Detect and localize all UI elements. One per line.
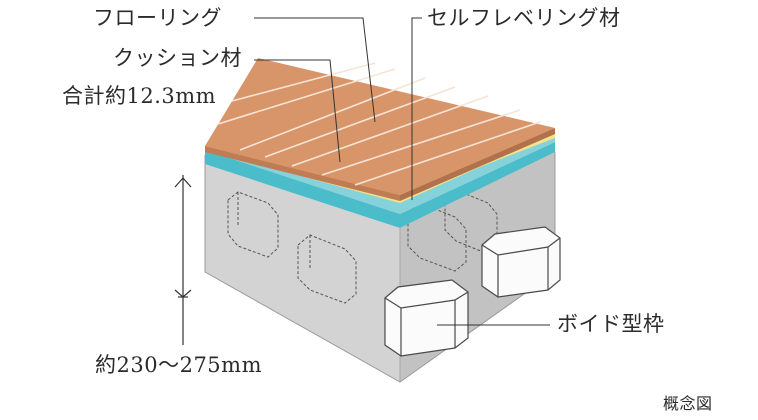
flooring-front-edge: [205, 146, 400, 201]
void-hidden-1: [227, 191, 279, 258]
label-total-thickness: 合計約12.3mm: [62, 84, 217, 108]
leader-flooring: [254, 17, 376, 123]
label-void-form: ボイド型枠: [557, 312, 665, 336]
flooring-layer: [205, 58, 555, 201]
label-slab-thickness: 約230〜275mm: [95, 353, 262, 377]
label-flooring: フローリング: [93, 6, 222, 30]
flooring-side-edge: [400, 128, 555, 201]
flooring-top: [205, 58, 555, 195]
leader-cushion: [254, 59, 341, 163]
label-cushion: クッション材: [113, 46, 242, 70]
dimension-marker: [174, 175, 192, 345]
void-hidden-2: [297, 234, 357, 304]
flooring-board-lines: [217, 62, 541, 186]
label-concept: 概念図: [663, 394, 713, 413]
void-form-front: [384, 279, 469, 357]
label-self-leveling: セルフレベリング材: [427, 6, 621, 30]
leader-self-leveling: [411, 17, 422, 200]
void-form-back: [481, 226, 561, 298]
leader-lines: [254, 17, 550, 326]
